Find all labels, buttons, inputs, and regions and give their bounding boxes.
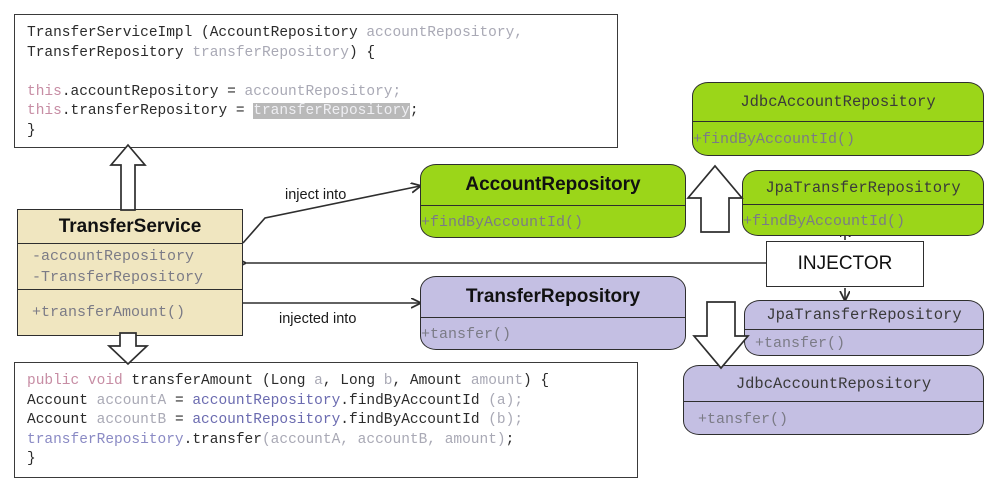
code-token: accountRepository; <box>244 83 402 100</box>
code-line: this.accountRepository = accountReposito… <box>27 83 605 103</box>
class-field: -accountRepository <box>32 248 195 265</box>
class-method: +tansfer() <box>698 410 789 428</box>
class-title-account-repository: AccountRepository <box>465 174 641 195</box>
code-token: this <box>27 83 62 100</box>
class-box-account-repository[interactable]: AccountRepository +findByAccountId() <box>420 164 686 238</box>
class-methods-jpa-transfer-repository-green: +findByAccountId() <box>743 204 983 235</box>
class-method: +findByAccountId() <box>743 212 906 230</box>
code-token: accountRepository <box>192 392 341 409</box>
code-token: = <box>166 412 193 428</box>
edge-label-inject-into: inject into <box>285 187 347 203</box>
code-line: TransferServiceImpl (AccountRepository a… <box>27 24 605 44</box>
injector-box[interactable]: INJECTOR <box>766 241 924 287</box>
code-line: this.transferRepository = transferReposi… <box>27 102 605 122</box>
class-title-jpa-transfer-repository-purple: JpaTransferRepository <box>766 306 962 324</box>
code-token: Account <box>27 392 97 409</box>
class-methods-jdbc-account-repository-purple: +tansfer() <box>684 401 983 434</box>
code-token: public void <box>27 373 123 389</box>
class-box-jpa-transfer-repository-green[interactable]: JpaTransferRepository +findByAccountId() <box>742 170 984 236</box>
code-token: (b); <box>488 412 524 428</box>
code-token: .transfer <box>183 431 262 448</box>
class-methods-jdbc-account-repository-green: +findByAccountId() <box>693 121 983 155</box>
transfer-method-code-block: public void transferAmount (Long a, Long… <box>14 362 638 478</box>
code-token: } <box>27 451 36 467</box>
code-token: transferAmount (Long <box>122 373 315 389</box>
code-token: .accountRepository = <box>61 83 245 100</box>
code-token: } <box>27 122 36 139</box>
code-token: (a); <box>488 392 524 409</box>
class-box-jdbc-account-repository-green[interactable]: JdbcAccountRepository +findByAccountId() <box>692 82 984 156</box>
code-token: amount <box>470 373 524 389</box>
injector-label: INJECTOR <box>797 253 893 274</box>
class-title-jdbc-account-repository-purple: JdbcAccountRepository <box>735 374 932 393</box>
class-method: +tansfer() <box>421 326 512 343</box>
code-token: transferRepository <box>192 44 349 61</box>
code-token: accountA <box>96 392 167 409</box>
code-token: accountRepository, <box>366 25 523 41</box>
code-line: } <box>27 122 605 142</box>
code-line: Account accountB = accountRepository.fin… <box>27 411 625 431</box>
code-line: } <box>27 450 625 470</box>
code-token: .findByAccountId <box>340 392 489 409</box>
code-token: (accountA, accountB, amount) <box>261 431 506 448</box>
code-token: TransferServiceImpl (AccountRepository <box>27 25 367 41</box>
class-box-transfer-service[interactable]: TransferService -accountRepository -Tran… <box>17 209 243 336</box>
code-token: .transferRepository = <box>61 103 254 119</box>
code-token: transferRepository <box>253 103 410 119</box>
code-token: ) { <box>348 44 376 61</box>
code-token: Account <box>27 412 97 428</box>
code-token: ; <box>505 431 515 448</box>
constructor-code-block: TransferServiceImpl (AccountRepository a… <box>14 14 618 148</box>
code-line <box>27 63 605 83</box>
code-line: TransferRepository transferRepository) { <box>27 44 605 64</box>
code-token: accountRepository <box>192 412 341 428</box>
class-box-jdbc-account-repository-purple[interactable]: JdbcAccountRepository +tansfer() <box>683 365 984 435</box>
class-title-transfer-service: TransferService <box>58 215 202 237</box>
class-methods-transfer-service: +transferAmount() <box>18 289 242 335</box>
class-methods-account-repository: +findByAccountId() <box>421 205 685 237</box>
class-field: -TransferRepository <box>32 269 204 286</box>
code-token: ) { <box>523 373 550 389</box>
class-fields-transfer-service: -accountRepository -TransferRepository <box>18 243 242 289</box>
code-token: .findByAccountId <box>340 412 489 428</box>
code-token: this <box>27 103 62 119</box>
code-token: = <box>166 392 193 409</box>
code-token: TransferRepository <box>27 44 193 61</box>
code-token: b <box>383 373 393 389</box>
class-title-jpa-transfer-repository-green: JpaTransferRepository <box>765 178 961 197</box>
class-box-transfer-repository[interactable]: TransferRepository +tansfer() <box>420 276 686 350</box>
class-title-transfer-repository: TransferRepository <box>465 286 641 307</box>
class-method: +tansfer() <box>755 335 846 352</box>
class-methods-jpa-transfer-repository-purple: +tansfer() <box>745 329 983 355</box>
class-methods-transfer-repository: +tansfer() <box>421 317 685 349</box>
code-token: transferRepository <box>27 431 184 448</box>
code-token: a <box>314 373 323 389</box>
class-method: +transferAmount() <box>32 304 186 321</box>
class-method: +findByAccountId() <box>421 214 584 231</box>
code-line: public void transferAmount (Long a, Long… <box>27 372 625 392</box>
edge-label-injected-into: injected into <box>279 311 357 327</box>
code-line: transferRepository.transfer(accountA, ac… <box>27 431 625 451</box>
code-token: accountB <box>96 412 167 428</box>
code-token: , Amount <box>392 373 471 389</box>
class-method: +findByAccountId() <box>693 131 856 148</box>
code-line: Account accountA = accountRepository.fin… <box>27 392 625 412</box>
class-title-jdbc-account-repository-green: JdbcAccountRepository <box>740 93 936 111</box>
code-token: , Long <box>322 373 384 389</box>
class-box-jpa-transfer-repository-purple[interactable]: JpaTransferRepository +tansfer() <box>744 300 984 356</box>
code-token: ; <box>409 103 419 119</box>
